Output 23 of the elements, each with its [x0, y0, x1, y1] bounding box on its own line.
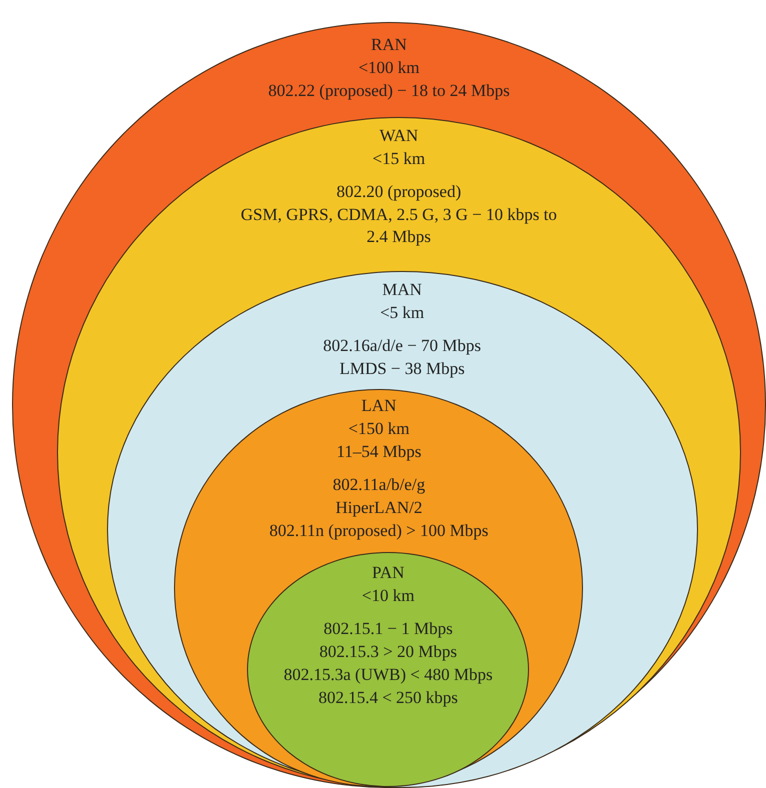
range-text: <150 km — [348, 418, 410, 440]
network-name: MAN — [382, 278, 422, 301]
range-text: 802.16a/d/e − 70 Mbps — [323, 334, 482, 357]
range-text: 11–54 Mbps — [336, 441, 422, 464]
network-name: WAN — [379, 124, 418, 147]
range-text: <100 km — [358, 57, 420, 79]
range-text: <10 km — [362, 585, 414, 608]
range-text: 802.20 (proposed) — [336, 180, 462, 203]
network-name: LAN — [361, 395, 396, 418]
range-text: 802.11n (proposed) > 100 Mbps — [269, 520, 488, 542]
network-name: PAN — [372, 562, 404, 584]
range-text: LMDS − 38 Mbps — [339, 358, 465, 380]
range-text: <15 km — [372, 148, 426, 170]
range-text: 802.15.1 − 1 Mbps — [324, 618, 453, 640]
range-text: 802.22 (proposed) − 18 to 24 Mbps — [268, 80, 510, 102]
range-text: 802.15.3 > 20 Mbps — [319, 641, 457, 664]
range-text: HiperLAN/2 — [335, 497, 422, 520]
range-text: 802.11a/b/e/g — [332, 474, 426, 496]
range-text: 802.15.3a (UWB) < 480 Mbps — [284, 664, 493, 686]
range-text: GSM, GPRS, CDMA, 2.5 G, 3 G − 10 kbps to 2.4 Mbps — [240, 204, 558, 248]
network-name: RAN — [371, 34, 407, 56]
range-text: 802.15.4 < 250 kbps — [318, 687, 458, 710]
range-text: <5 km — [380, 302, 424, 324]
